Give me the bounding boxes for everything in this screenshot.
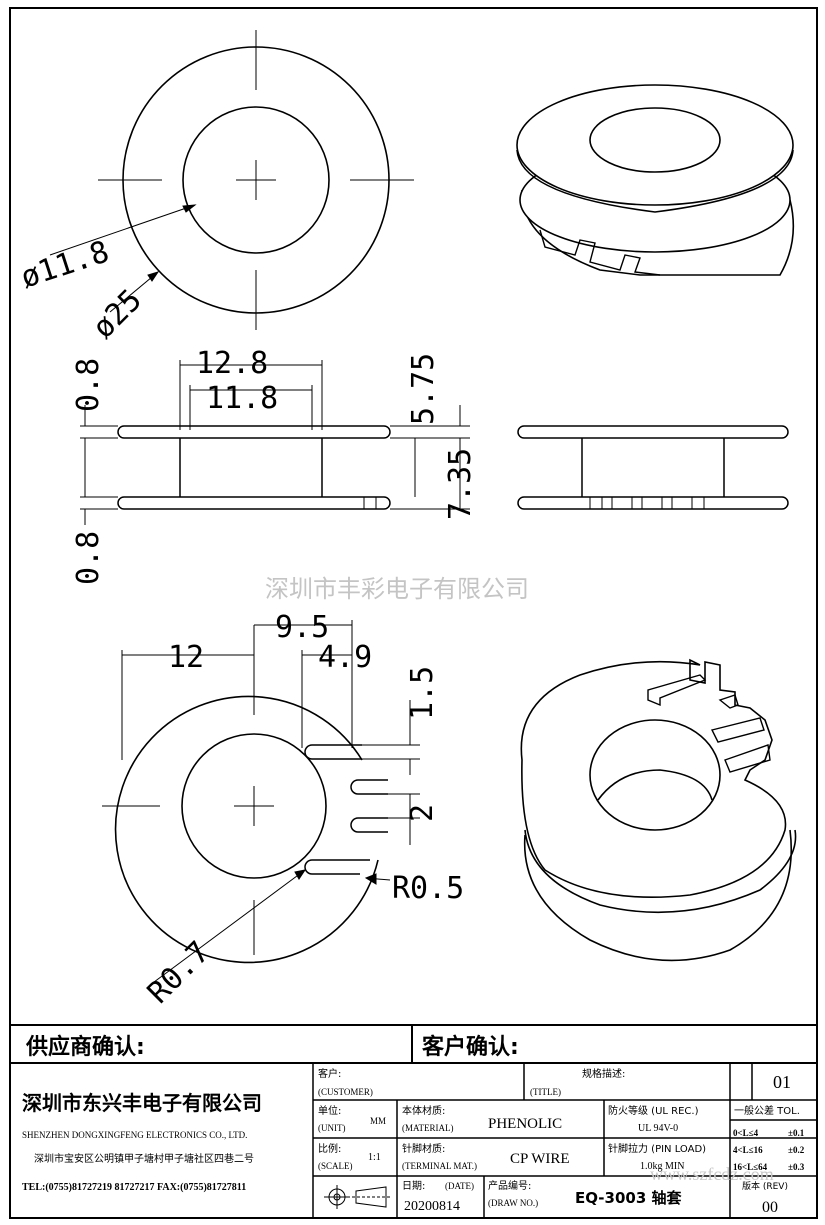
watermark-url: www.szfcdz.com (650, 1164, 774, 1184)
revision-label: 版本 (REV) (742, 1180, 788, 1192)
terminal-label-en: (TERMINAL MAT.) (402, 1161, 477, 1171)
date-value: 20200814 (404, 1199, 460, 1214)
fire-rating-label: 防火等级 (UL REC.) (608, 1104, 699, 1117)
side-bottom-flange (117, 496, 391, 510)
tolerance-value-3: ±0.3 (788, 1162, 805, 1172)
unit-label-en: (UNIT) (318, 1123, 346, 1133)
bottom-bore-circle (181, 733, 327, 879)
dim-flange-bottom: 0.8 (71, 531, 106, 585)
customer-confirm-label: 客户确认: (422, 1034, 519, 1060)
pin-load-label: 针脚拉力 (PIN LOAD) (608, 1142, 706, 1155)
fire-rating-value: UL 94V-0 (638, 1123, 678, 1134)
tolerance-value-1: ±0.1 (788, 1128, 805, 1138)
iso-bore (589, 107, 721, 173)
dim-2: 2 (405, 804, 440, 822)
tolerance-label: 一般公差 TOL. (734, 1104, 800, 1117)
dim-9-5: 9.5 (275, 610, 329, 645)
leader-line (49, 204, 196, 256)
material-label-en: (MATERIAL) (402, 1123, 454, 1133)
sheet-number: 01 (773, 1072, 791, 1092)
scale-label-cn: 比例: (318, 1142, 341, 1155)
title-block-grid (312, 1063, 817, 1218)
side-view-right (517, 425, 789, 510)
terminal-label-cn: 针脚材质: (402, 1142, 445, 1155)
supplier-confirm-label: 供应商确认: (25, 1034, 145, 1060)
tolerance-range-1: 0<L≤4 (733, 1128, 759, 1138)
unit-label-cn: 单位: (318, 1104, 341, 1117)
drawno-label-en: (DRAW NO.) (488, 1198, 538, 1208)
arrowhead (147, 271, 160, 282)
dim-inner-diameter: ø11.8 (17, 234, 114, 295)
tolerance-range-2: 4<L≤16 (733, 1145, 763, 1155)
inner-bore-circle (182, 106, 330, 254)
customer-label-cn: 客户: (318, 1067, 341, 1080)
side-view (80, 360, 470, 525)
dim-height-7-35: 7.35 (443, 448, 478, 520)
pin-load-value: 1.0kg MIN (640, 1161, 684, 1172)
iso-view-top (516, 84, 795, 276)
dim-4-9: 4.9 (318, 640, 372, 675)
dim-1-5: 1.5 (405, 666, 440, 720)
terminal-value: CP WIRE (510, 1151, 570, 1167)
drawno-label-cn: 产品编号: (488, 1179, 531, 1192)
dim-outer-diameter: ø25 (86, 283, 149, 346)
watermark: 深圳市丰彩电子有限公司 (265, 575, 529, 603)
iso-view-bottom (520, 658, 797, 962)
top-view (49, 30, 414, 330)
material-value: PHENOLIC (488, 1116, 562, 1132)
revision-value: 00 (762, 1199, 778, 1216)
dim-height-5-75: 5.75 (406, 353, 441, 425)
material-label-cn: 本体材质: (402, 1104, 445, 1117)
dim-width-12-8: 12.8 (196, 346, 268, 381)
company-name-en: SHENZHEN DONGXINGFENG ELECTRONICS CO., L… (22, 1130, 247, 1140)
dim-r0-5: R0.5 (392, 871, 464, 906)
scale-value: 1:1 (368, 1152, 381, 1163)
projection-symbol (324, 1185, 392, 1209)
dim-12: 12 (168, 640, 204, 675)
dim-flange-top: 0.8 (71, 358, 106, 412)
unit-value: MM (370, 1116, 386, 1126)
side-top-flange (117, 425, 391, 439)
tolerance-range-3: 16<L≤64 (733, 1162, 768, 1172)
company-name-cn: 深圳市东兴丰电子有限公司 (22, 1091, 262, 1115)
date-label-cn: 日期: (402, 1180, 425, 1192)
dim-width-11-8: 11.8 (206, 381, 278, 416)
customer-label-en: (CUSTOMER) (318, 1087, 373, 1097)
company-address: 深圳市宝安区公明镇甲子塘村甲子塘社区四巷二号 (34, 1152, 254, 1165)
bottom-view (102, 620, 420, 986)
bottom-outer-circle (114, 695, 379, 964)
title-label-en: (TITLE) (530, 1087, 561, 1097)
arrowhead (182, 204, 197, 213)
title-label-cn: 规格描述: (582, 1067, 625, 1080)
approval-band (10, 1024, 817, 1064)
tolerance-value-2: ±0.2 (788, 1145, 805, 1155)
scale-label-en: (SCALE) (318, 1161, 353, 1171)
company-contact: TEL:(0755)81727219 81727217 FAX:(0755)81… (22, 1182, 246, 1193)
drawing-border (9, 7, 818, 1219)
drawno-value: EQ-3003 轴套 (575, 1189, 682, 1207)
date-label-en: (DATE) (445, 1181, 474, 1191)
dim-r0-7: R0.7 (141, 935, 217, 1011)
iso-bottom-bore (589, 719, 721, 831)
